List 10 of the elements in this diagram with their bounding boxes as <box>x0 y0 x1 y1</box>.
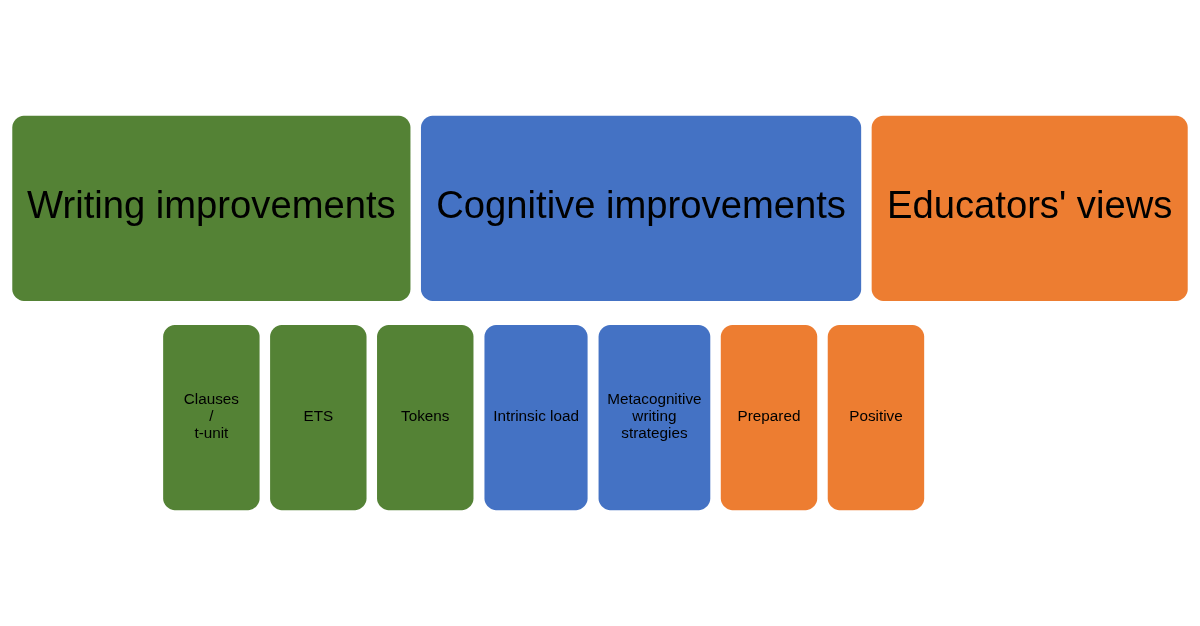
node-box: Tokens <box>377 324 474 511</box>
node-box: Positive <box>827 324 925 511</box>
node-box: Metacognitive writing strategies <box>598 324 711 511</box>
node-box: Cognitive improvements <box>420 115 862 302</box>
node-box: Clauses / t-unit <box>163 324 260 511</box>
node-box: Intrinsic load <box>484 324 588 511</box>
node-box: Prepared <box>720 324 818 511</box>
node-box: Educators' views <box>871 115 1188 302</box>
node-box: Writing improvements <box>12 115 411 302</box>
node-box: ETS <box>270 324 367 511</box>
